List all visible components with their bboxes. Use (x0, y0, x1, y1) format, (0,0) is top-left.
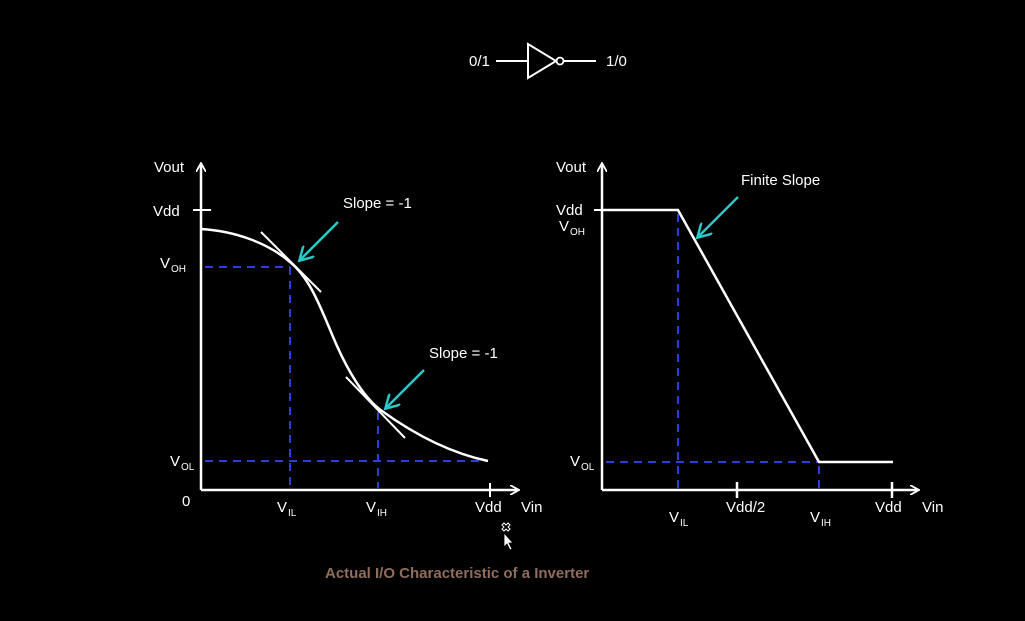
right-x-tick-vih: V IH (810, 509, 831, 529)
svg-text:OH: OH (570, 227, 585, 238)
left-annotation-bottom-arrow (386, 369, 425, 408)
left-origin-label: 0 (182, 493, 190, 510)
svg-text:IH: IH (821, 518, 831, 529)
svg-text:V: V (160, 255, 170, 272)
svg-text:V: V (559, 218, 569, 235)
right-y-tick-vdd: Vdd (556, 202, 583, 219)
right-x-tick-vdd: Vdd (875, 499, 902, 516)
left-x-axis-label: Vin (521, 499, 542, 516)
right-x-axis-label: Vin (922, 499, 943, 516)
left-tangent-top (260, 231, 322, 293)
left-transfer-curve (200, 227, 489, 463)
left-annotation-top: Slope = -1 (343, 195, 412, 212)
right-annotation: Finite Slope (741, 172, 820, 189)
svg-text:V: V (810, 509, 820, 526)
slide-caption: Actual I/O Characteristic of a Inverter (325, 565, 589, 582)
svg-text:OH: OH (171, 264, 186, 275)
svg-text:V: V (366, 499, 376, 516)
right-y-axis-label: Vout (556, 159, 587, 176)
svg-text:IL: IL (288, 508, 297, 519)
inverter-triangle (527, 42, 558, 80)
left-tangent-bottom (345, 376, 406, 439)
svg-text:V: V (277, 499, 287, 516)
left-y-tick-voh: V OH (160, 255, 186, 275)
svg-text:OL: OL (181, 462, 195, 473)
left-y-tick-vdd: Vdd (153, 203, 180, 220)
svg-text:OL: OL (581, 462, 595, 473)
svg-text:V: V (669, 509, 679, 526)
right-y-tick-vol: V OL (570, 453, 595, 473)
left-y-tick-vol: V OL (170, 453, 195, 473)
svg-text:V: V (570, 453, 580, 470)
svg-text:V: V (170, 453, 180, 470)
left-y-axis-label: Vout (154, 159, 185, 176)
right-transfer-curve (602, 208, 893, 464)
right-x-tick-vdd-half: Vdd/2 (726, 499, 765, 516)
inverter-symbol: 0/1 1/0 (469, 42, 627, 80)
right-x-tick-vil: V IL (669, 509, 689, 529)
mouse-cursor-icon (501, 522, 514, 551)
right-y-tick-voh: V OH (559, 218, 585, 238)
left-annotation-bottom: Slope = -1 (429, 345, 498, 362)
svg-text:IL: IL (680, 518, 689, 529)
left-x-tick-vil: V IL (277, 499, 297, 519)
left-x-tick-vih: V IH (366, 499, 387, 519)
svg-text:IH: IH (377, 508, 387, 519)
inverter-output-label: 1/0 (606, 53, 627, 70)
left-vtc-plot: Vout Vin Vdd V OH V OL 0 V IL V IH Vdd (153, 159, 542, 519)
inverter-input-label: 0/1 (469, 53, 490, 70)
right-annotation-arrow (698, 196, 739, 237)
inverter-bubble (555, 56, 565, 66)
right-vtc-plot: Vout Vin Vdd V OH V OL V IL Vdd/2 V IH V… (556, 159, 943, 529)
left-x-tick-vdd: Vdd (475, 499, 502, 516)
left-annotation-top-arrow (300, 221, 339, 260)
